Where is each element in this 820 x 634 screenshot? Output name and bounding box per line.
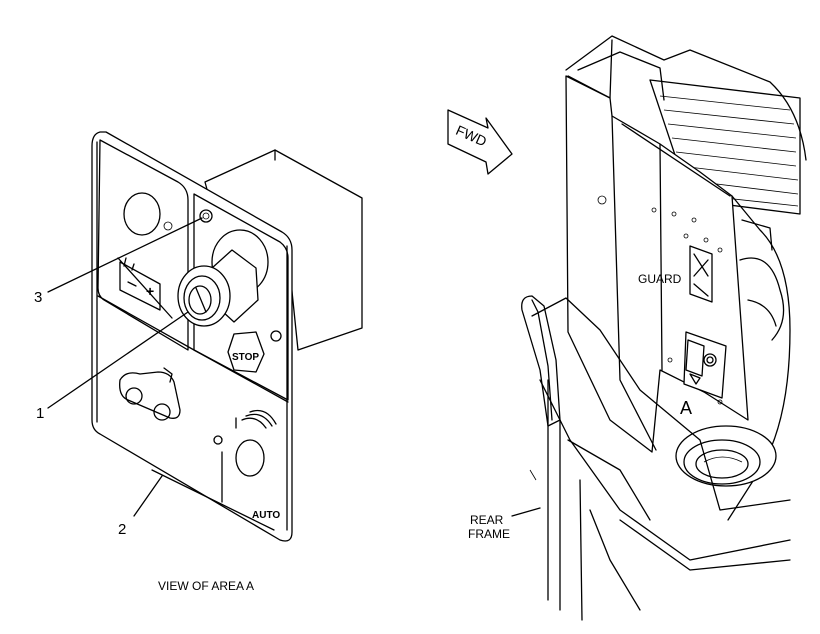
stop-label: STOP: [232, 352, 259, 363]
filler-ring: [675, 425, 777, 487]
panel-bolts: [597, 195, 723, 405]
frame-top: [531, 297, 791, 511]
fwd-arrow-icon: FWD: [447, 109, 513, 175]
screw: [199, 209, 213, 223]
section-upper-left: [97, 139, 189, 351]
machine-icon: [119, 367, 181, 421]
key-switch: [177, 229, 269, 327]
indicator-lamp: [123, 192, 161, 236]
callout-1: 1: [36, 405, 44, 422]
auto-label: AUTO: [252, 510, 280, 521]
area-a-label: A: [680, 398, 692, 418]
battery-icon: +: [117, 257, 173, 319]
rear-frame-line2: FRAME: [468, 527, 510, 541]
leader-2: [133, 475, 163, 517]
stop-icon: STOP: [227, 331, 265, 373]
leader-1: [47, 311, 189, 409]
leader-3: [47, 217, 203, 293]
view-caption: VIEW OF AREA A: [158, 579, 254, 593]
handrail: [521, 295, 561, 427]
auto-icon: AUTO: [213, 409, 280, 521]
frame-verticals: [547, 379, 583, 621]
rear-frame-line1: REAR: [470, 513, 504, 527]
cab-roof: [565, 35, 807, 161]
area-a-switch-panel: [683, 331, 727, 399]
section-upper-right: [193, 193, 289, 401]
screw-right: [270, 330, 282, 342]
callout-2: 2: [118, 521, 126, 538]
battery-plus: +: [146, 283, 154, 299]
guard-label: GUARD: [638, 272, 682, 286]
switch-panel-view: + STOP: [34, 131, 363, 593]
callout-3: 3: [34, 289, 42, 306]
rear-frame-leader: [511, 507, 541, 517]
machine-location-view: FWD G: [447, 35, 807, 621]
guard-bracket: [689, 245, 713, 303]
